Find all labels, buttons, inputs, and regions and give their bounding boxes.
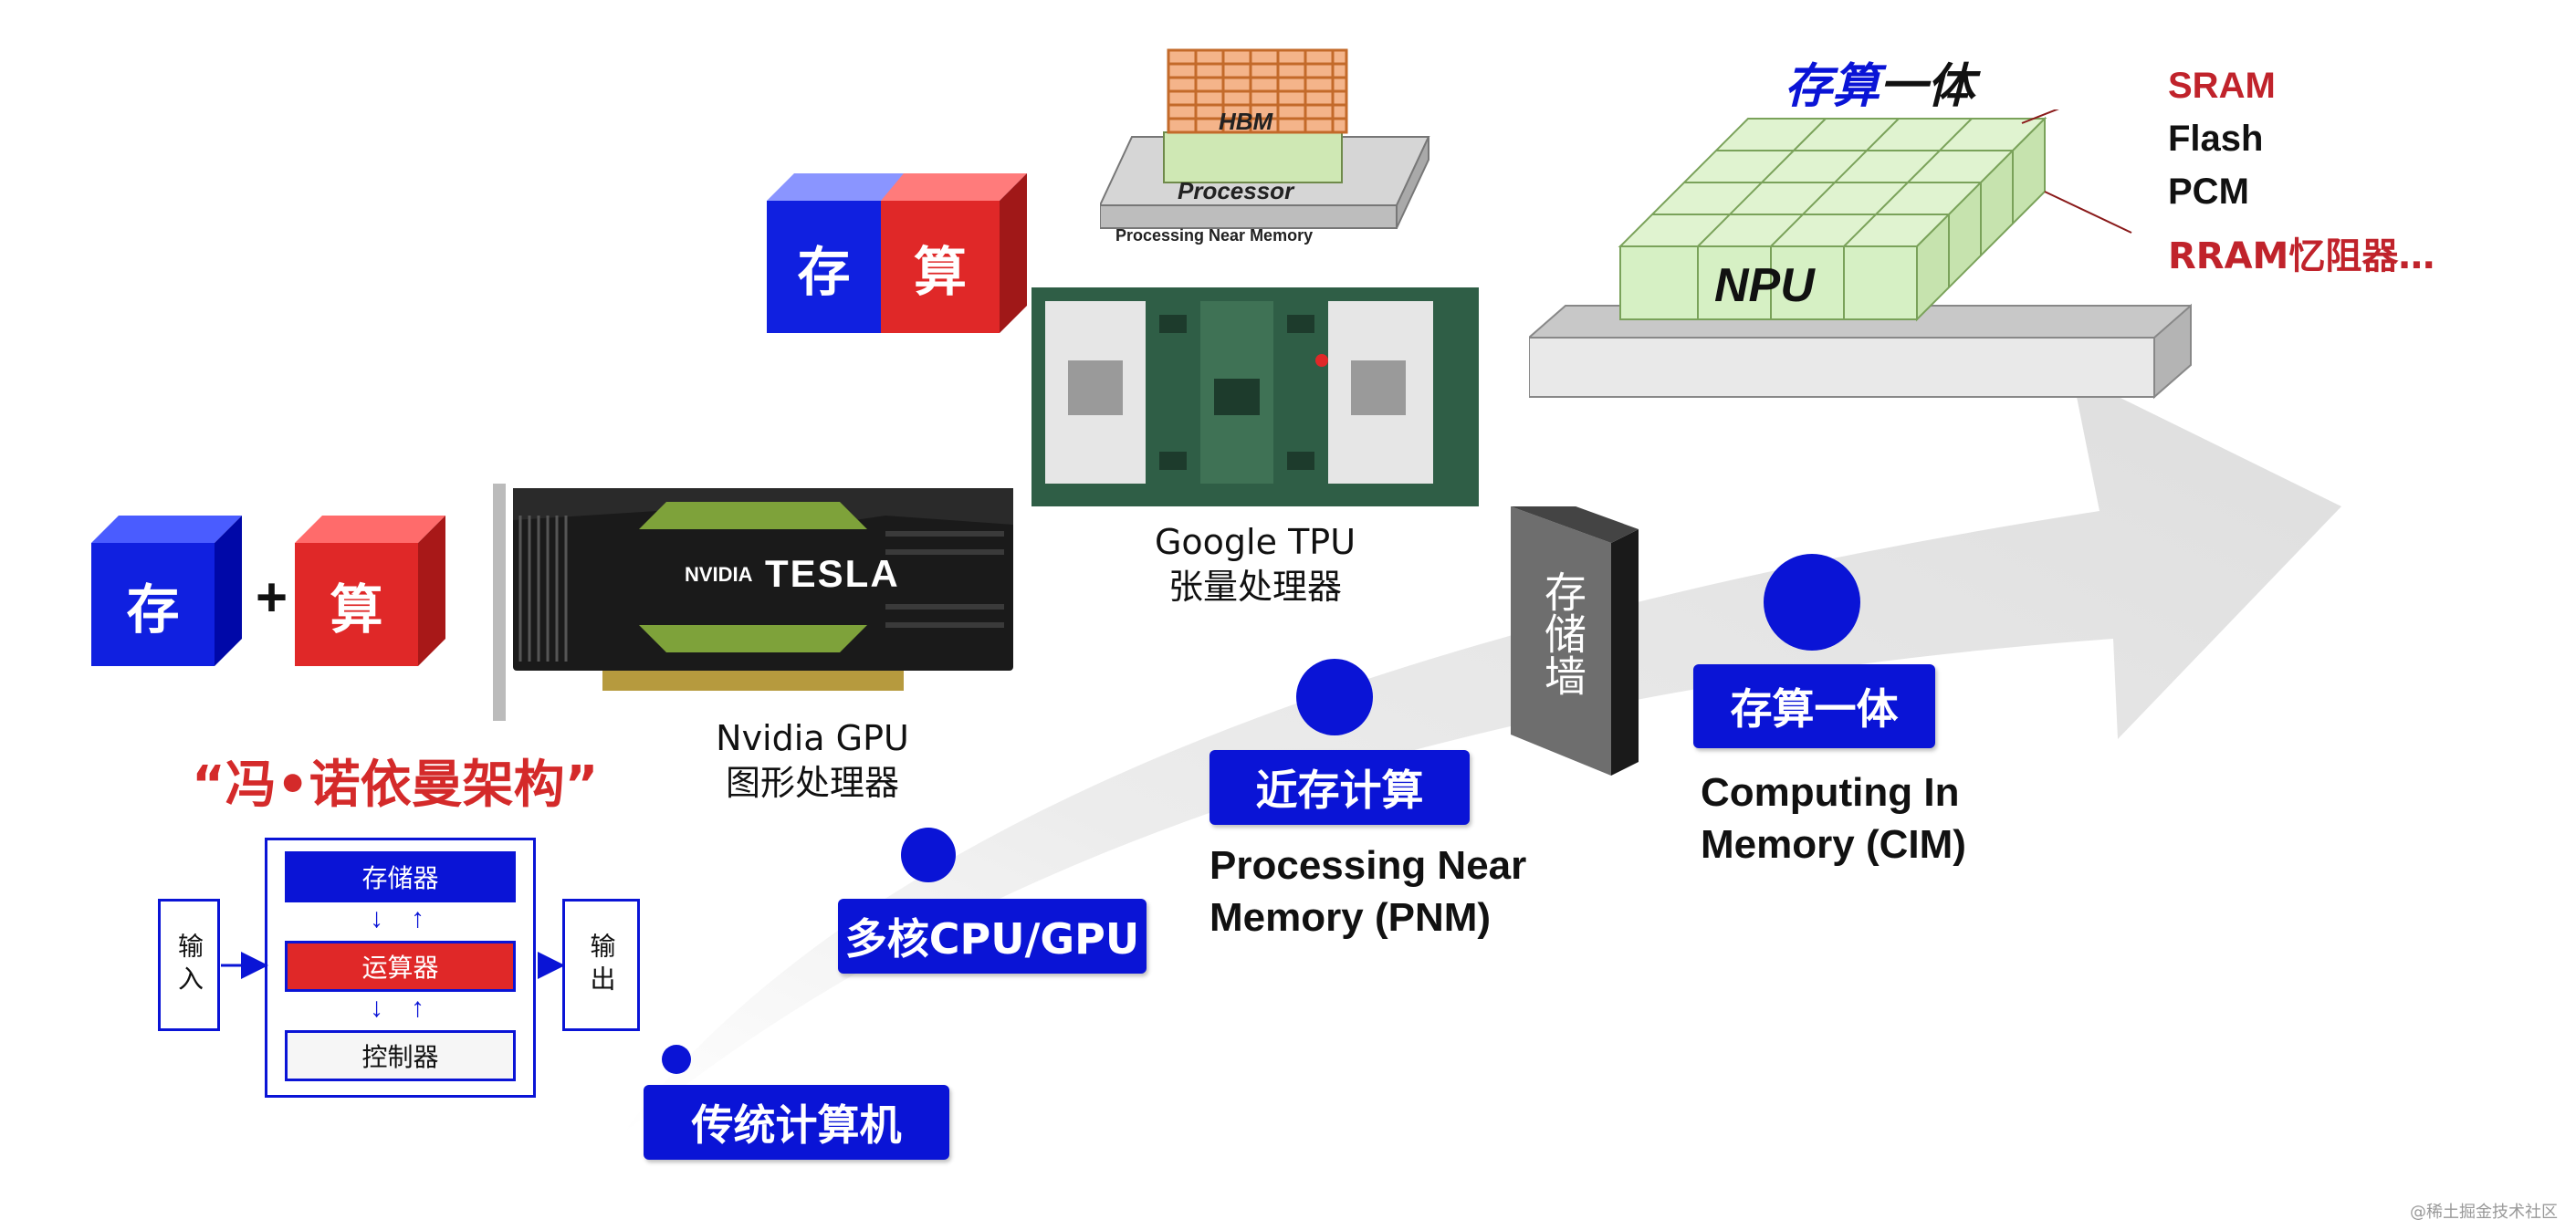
output-unit: 输出 [562, 899, 640, 1031]
pnm-description-line2: Memory (PNM) [1209, 895, 1492, 941]
stage-pill-pnm: 近存计算 [1209, 750, 1470, 825]
nvidia-gpu-image [493, 484, 1013, 721]
cim-description-line1: Computing In [1701, 770, 1960, 815]
hbm-label: HBM [1219, 108, 1273, 135]
compute-cube-label: 算 [330, 578, 383, 641]
memory-type-flash: Flash [2168, 119, 2264, 159]
gpu-caption-zh: 图形处理器 [725, 763, 899, 804]
npu-diagram [1529, 109, 2192, 400]
tpu-caption-en: Google TPU [1154, 522, 1356, 562]
memory-wall [1511, 506, 1639, 776]
compute-cube-small [295, 516, 445, 666]
alu-unit: 运算器 [285, 941, 516, 992]
input-unit: 输入 [158, 899, 220, 1031]
stage-dot-4 [1764, 554, 1860, 651]
stage-pill-traditional: 传统计算机 [644, 1085, 949, 1160]
arrow-down-2: ↓ [370, 993, 383, 1023]
store-compute-cube [767, 173, 1027, 333]
tpu-caption: Google TPU 张量处理器 [1123, 520, 1387, 610]
watermark: @稀土掘金技术社区 [2410, 1203, 2558, 1222]
cim-description: Computing In Memory (CIM) [1701, 766, 1966, 870]
gpu-caption-en: Nvidia GPU [716, 718, 909, 758]
memory-type-rram: RRAM忆阻器… [2168, 235, 2435, 277]
arrow-up-1: ↑ [411, 903, 424, 933]
pnm-base-label: Processing Near Memory [1115, 226, 1314, 245]
memory-wall-label: 存储墙 [1538, 570, 1587, 696]
memory-unit: 存储器 [285, 851, 516, 902]
gpu-model-text: TESLA [765, 552, 900, 595]
input-label: 输入 [174, 932, 204, 998]
pnm-description: Processing Near Memory (PNM) [1209, 839, 1526, 943]
tpu-caption-zh: 张量处理器 [1168, 567, 1342, 608]
gpu-brand-text: NVIDIA [685, 563, 753, 586]
store-cube-small [91, 516, 242, 666]
store-cube-label: 存 [126, 578, 180, 641]
pnm-description-line1: Processing Near [1209, 843, 1527, 888]
arrow-up-2: ↑ [411, 993, 424, 1023]
stage-dot-1 [662, 1045, 691, 1074]
processor-label: Processor [1178, 177, 1294, 204]
joined-store-label: 存 [797, 240, 851, 303]
pnm-stack-diagram [1100, 48, 1430, 229]
joined-compute-label: 算 [913, 240, 967, 303]
memory-type-pcm: PCM [2168, 172, 2249, 212]
stage-pill-multicore: 多核CPU/GPU [838, 899, 1147, 974]
output-label: 输出 [586, 932, 617, 998]
plus-sign: + [256, 567, 288, 628]
cim-description-line2: Memory (CIM) [1701, 822, 1966, 868]
cim-title: 存算一体 [1785, 47, 1974, 116]
npu-label: NPU [1714, 259, 1815, 312]
cim-title-part2: 一体 [1880, 59, 1975, 114]
stage-dot-3 [1296, 659, 1373, 735]
stage-dot-2 [901, 828, 956, 882]
google-tpu-image [1031, 287, 1479, 506]
stage-pill-cim: 存算一体 [1693, 664, 1935, 748]
von-neumann-title: “冯•诺依曼架构” [192, 756, 599, 815]
memory-type-sram: SRAM [2168, 66, 2276, 106]
cim-title-part1: 存算 [1785, 59, 1880, 114]
controller-unit: 控制器 [285, 1030, 516, 1081]
arrow-down-1: ↓ [370, 903, 383, 933]
gpu-caption: Nvidia GPU 图形处理器 [703, 716, 922, 807]
io-arrows [221, 952, 565, 979]
